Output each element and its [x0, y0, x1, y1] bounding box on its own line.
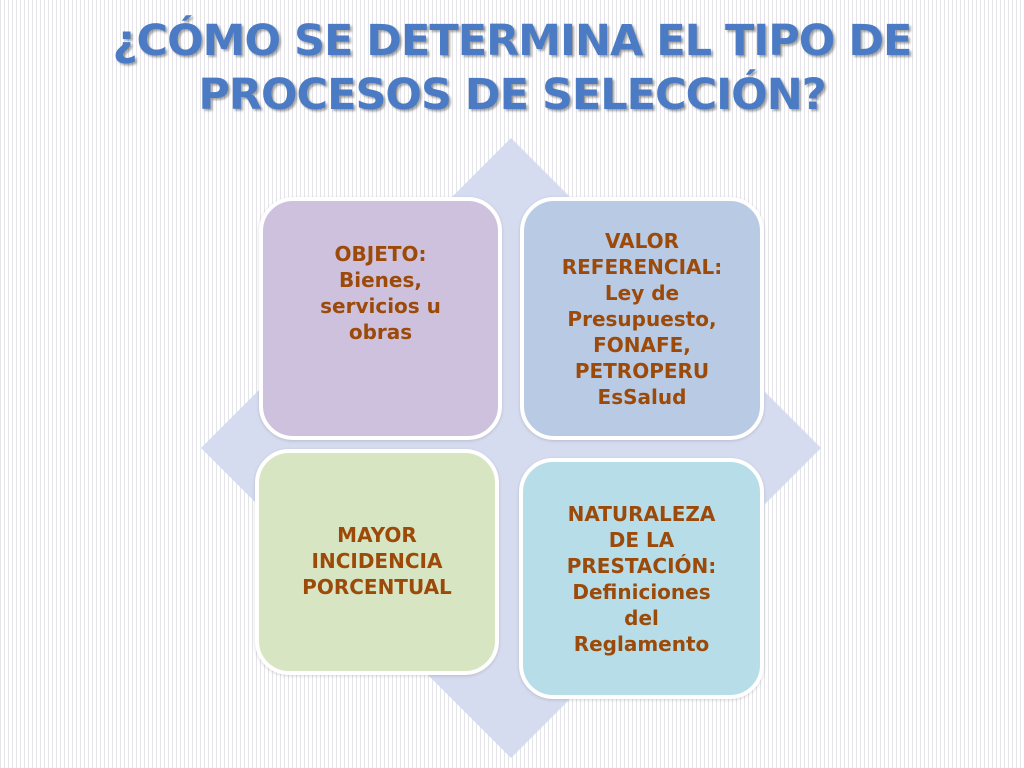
valor-referencial-box: VALOR REFERENCIAL: Ley de Presupuesto, F… — [520, 197, 764, 440]
title-line-2: PROCESOS DE SELECCIÓN? — [198, 70, 826, 120]
naturaleza-prestacion-text: NATURALEZA DE LA PRESTACIÓN: Definicione… — [566, 501, 717, 656]
mayor-incidencia-text: MAYOR INCIDENCIA PORCENTUAL — [302, 523, 452, 599]
naturaleza-prestacion-box: NATURALEZA DE LA PRESTACIÓN: Definicione… — [519, 458, 764, 699]
objeto-text: OBJETO: Bienes, servicios u obras — [320, 241, 441, 344]
slide-title: ¿CÓMO SE DETERMINA EL TIPO DE PROCESOS D… — [0, 14, 1024, 122]
mayor-incidencia-box: MAYOR INCIDENCIA PORCENTUAL — [255, 449, 499, 675]
objeto-box: OBJETO: Bienes, servicios u obras — [259, 197, 502, 440]
valor-referencial-text: VALOR REFERENCIAL: Ley de Presupuesto, F… — [561, 228, 723, 409]
title-line-1: ¿CÓMO SE DETERMINA EL TIPO DE — [112, 16, 913, 66]
